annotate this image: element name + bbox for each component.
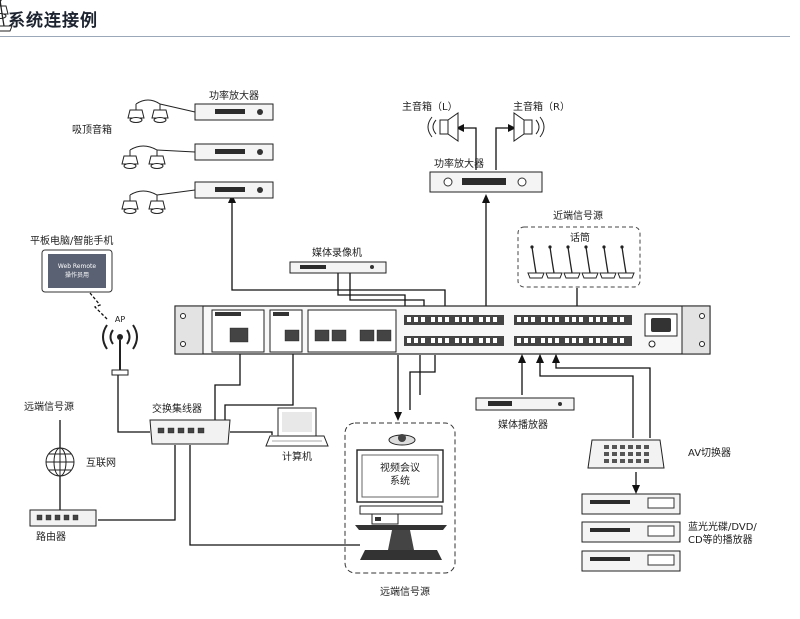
bd-label-line: 蓝光光碟/DVD/ <box>688 520 757 533</box>
label-main-speaker-l: 主音箱（L） <box>402 100 458 113</box>
label-power-amp-main: 功率放大器 <box>434 157 484 170</box>
media-player-device <box>475 397 575 411</box>
label-far-source-left: 远端信号源 <box>24 400 74 413</box>
internet-globe <box>45 447 75 477</box>
label-microphone: 话筒 <box>570 231 590 244</box>
media-recorder-device <box>289 261 387 274</box>
disc-player-stack <box>581 493 681 572</box>
main-dsp-unit <box>174 305 711 355</box>
tablet-device: Web Remote 操作员用 <box>41 249 113 293</box>
label-main-speaker-r: 主音箱（R） <box>513 100 570 113</box>
label-internet: 互联网 <box>86 457 116 469</box>
label-ap: AP <box>115 315 125 324</box>
label-power-amp-ceiling: 功率放大器 <box>209 89 259 102</box>
label-video-conf: 视频会议系统 <box>380 461 420 487</box>
diagram-labels: 功率放大器 吸顶音箱 主音箱（L） 主音箱（R） 功率放大器 平板电脑/智能手机… <box>24 89 757 598</box>
title-divider <box>0 36 790 37</box>
label-ceiling-speaker: 吸顶音箱 <box>72 123 112 136</box>
ceiling-speakers <box>0 0 196 214</box>
label-far-source-bottom: 远端信号源 <box>380 585 430 598</box>
connection-wires <box>59 124 651 546</box>
microphone-group <box>0 0 641 288</box>
tablet-screen-line2: 操作员用 <box>65 271 89 279</box>
label-near-source: 近端信号源 <box>553 209 603 222</box>
main-speaker-right <box>513 112 545 142</box>
label-media-recorder: 媒体录像机 <box>312 246 362 259</box>
main-power-amp <box>429 171 543 193</box>
network-switch-device <box>149 419 231 445</box>
label-computer: 计算机 <box>282 450 312 463</box>
page-title: 系统连接例 <box>8 11 98 31</box>
label-media-player: 媒体播放器 <box>498 418 548 431</box>
label-tablet: 平板电脑/智能手机 <box>30 234 113 247</box>
av-switcher-device <box>587 439 665 469</box>
label-av-switcher: AV切换器 <box>688 446 731 459</box>
vc-label-line: 系统 <box>390 474 410 487</box>
vc-label-line: 视频会议 <box>380 461 420 474</box>
video-conference-system <box>344 422 456 574</box>
computer-laptop <box>265 407 329 447</box>
tablet-screen-line1: Web Remote <box>58 263 96 270</box>
label-bluray-players: 蓝光光碟/DVD/CD等的播放器 <box>688 520 757 546</box>
ceiling-power-amp-stack <box>194 103 274 199</box>
label-router: 路由器 <box>36 530 66 543</box>
main-speaker-left <box>427 112 459 142</box>
router-device <box>29 509 97 527</box>
bd-label-line: CD等的播放器 <box>688 533 753 546</box>
label-switch: 交换集线器 <box>152 402 202 415</box>
ap-antenna <box>102 324 138 376</box>
